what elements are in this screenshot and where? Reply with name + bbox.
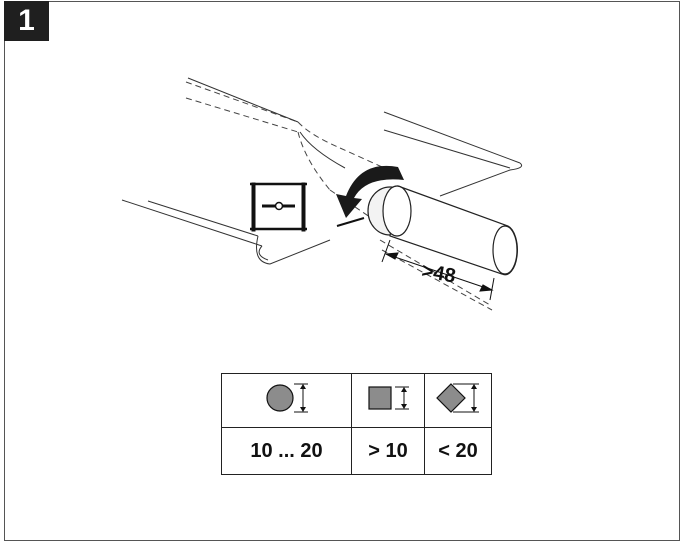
diamond-shaft-value: < 20 bbox=[424, 427, 492, 475]
diamond-profile-icon bbox=[436, 383, 479, 413]
blade-outline bbox=[121, 77, 523, 265]
round-profile-icon bbox=[265, 383, 308, 413]
square-profile-icon bbox=[368, 386, 409, 410]
round-shaft-value: 10 ... 20 bbox=[221, 427, 352, 475]
dimension-line bbox=[381, 239, 495, 301]
clamp-mount-icon bbox=[250, 182, 307, 232]
step-number-badge: 1 bbox=[4, 1, 49, 41]
shaft-spec-table: 10 ... 20 > 10 < 20 bbox=[221, 373, 492, 475]
diamond-shaft-cell bbox=[424, 373, 492, 428]
dimension-label: >48 bbox=[420, 260, 457, 288]
round-shaft-cell bbox=[221, 373, 352, 428]
square-shaft-cell bbox=[351, 373, 425, 428]
shaft-icon bbox=[367, 185, 518, 276]
square-shaft-value: > 10 bbox=[351, 427, 425, 475]
rotate-arrow-icon bbox=[336, 165, 404, 227]
